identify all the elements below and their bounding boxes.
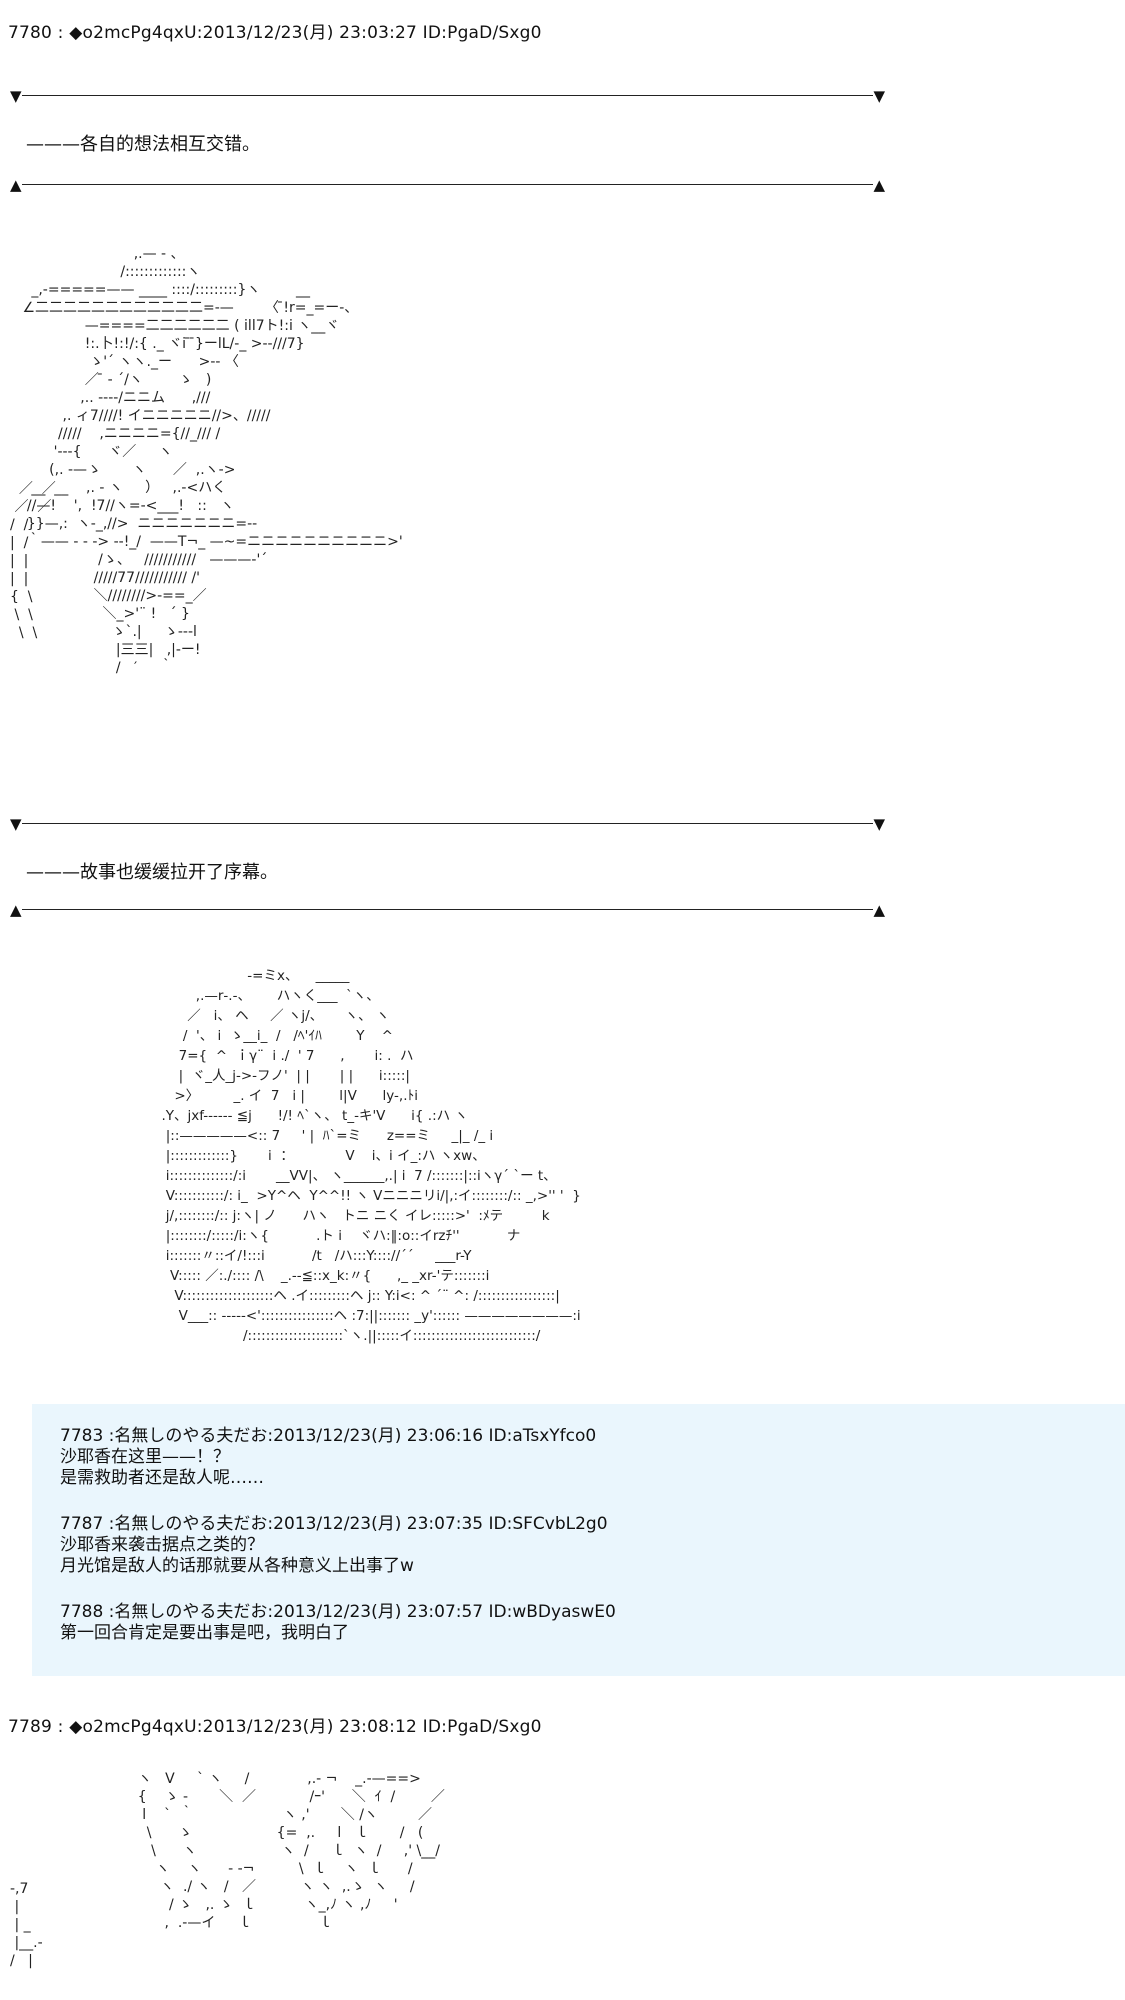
divider-line [22, 95, 873, 96]
ascii-art-scene1-lines: ／ ／ ／ ／ / / | / | | | | { \ \ \ \ \ [10, 481, 56, 641]
divider: ▲ ▲ [10, 902, 885, 918]
post-header: 7780 : ◆o2mcPg4qxU:2013/12/23(月) 23:03:2… [8, 23, 542, 43]
reply-box: 7783 :名無しのやる夫だお:2013/12/23(月) 23:06:16 I… [32, 1404, 1125, 1676]
reply-line: 第一回合肯定是要出事是吧，我明白了 [60, 1623, 349, 1643]
down-triangle-icon: ▼ [10, 815, 22, 833]
reply-line: 是需救助者还是敌人呢…… [60, 1468, 264, 1488]
reply-post: 7783 :名無しのやる夫だお:2013/12/23(月) 23:06:16 I… [60, 1426, 596, 1489]
up-triangle-icon: ▲ [10, 176, 22, 194]
narration-text: ———各自的想法相互交错。 [26, 134, 260, 155]
post-header: 7789 : ◆o2mcPg4qxU:2013/12/23(月) 23:08:1… [8, 1717, 542, 1737]
down-triangle-icon: ▼ [873, 815, 885, 833]
ascii-art-scene3-left: -,7 | | _ |__.- / | [10, 1881, 43, 1969]
narration-text: ———故事也缓缓拉开了序幕。 [26, 862, 278, 883]
divider-line [22, 823, 873, 824]
reply-post: 7788 :名無しのやる夫だお:2013/12/23(月) 23:07:57 I… [60, 1602, 616, 1644]
reply-line: 沙耶香来袭击据点之类的？ [60, 1535, 264, 1555]
reply-post: 7787 :名無しのやる夫だお:2013/12/23(月) 23:07:35 I… [60, 1514, 608, 1577]
up-triangle-icon: ▲ [873, 176, 885, 194]
down-triangle-icon: ▼ [10, 87, 22, 105]
ascii-art-scene2: -=ミx、 _____ ,.—r‐.-、 ハヽく___ `ヽ、 ／ i、 ヘ ／… [161, 968, 581, 1344]
divider: ▼ ▼ [10, 88, 885, 104]
divider: ▼ ▼ [10, 816, 885, 832]
reply-line: 沙耶香在这里——！？ [60, 1447, 230, 1467]
divider: ▲ ▲ [10, 177, 885, 193]
reply-line: 月光馆是敌人的话那就要从各种意义上出事了w [60, 1556, 414, 1576]
ascii-art-scene1: ,.— ‐ 、 /:::::::::::::ヽ _,-=====—— ____ … [22, 246, 403, 676]
down-triangle-icon: ▼ [873, 87, 885, 105]
up-triangle-icon: ▲ [10, 901, 22, 919]
reply-header: 7787 :名無しのやる夫だお:2013/12/23(月) 23:07:35 I… [60, 1514, 608, 1534]
ascii-art-scene3: ヽ V ` ヽ / ,.- ¬ _.-—==> { ゝ - ＼ ／ /ｰ' ＼ … [137, 1771, 445, 1931]
reply-header: 7783 :名無しのやる夫だお:2013/12/23(月) 23:06:16 I… [60, 1426, 597, 1446]
divider-line [22, 184, 873, 185]
divider-line [22, 909, 873, 910]
reply-header: 7788 :名無しのやる夫だお:2013/12/23(月) 23:07:57 I… [60, 1602, 616, 1622]
up-triangle-icon: ▲ [873, 901, 885, 919]
